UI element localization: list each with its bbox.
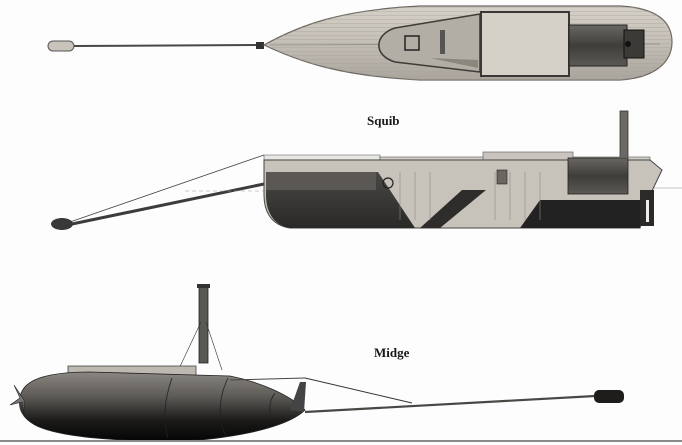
torpedo-icon [47,40,75,52]
midge-caption: Midge [374,345,410,360]
bottom-rule [0,440,682,442]
squib-plan-view [47,5,673,81]
squib-profile-view [51,110,682,230]
squib-caption: Squib [367,113,400,128]
steering-wheel-icon [382,177,394,189]
torpedo-icon [594,390,624,403]
torpedo-icon [51,218,73,230]
midge-profile-view [9,284,624,442]
propeller-icon [9,384,25,415]
